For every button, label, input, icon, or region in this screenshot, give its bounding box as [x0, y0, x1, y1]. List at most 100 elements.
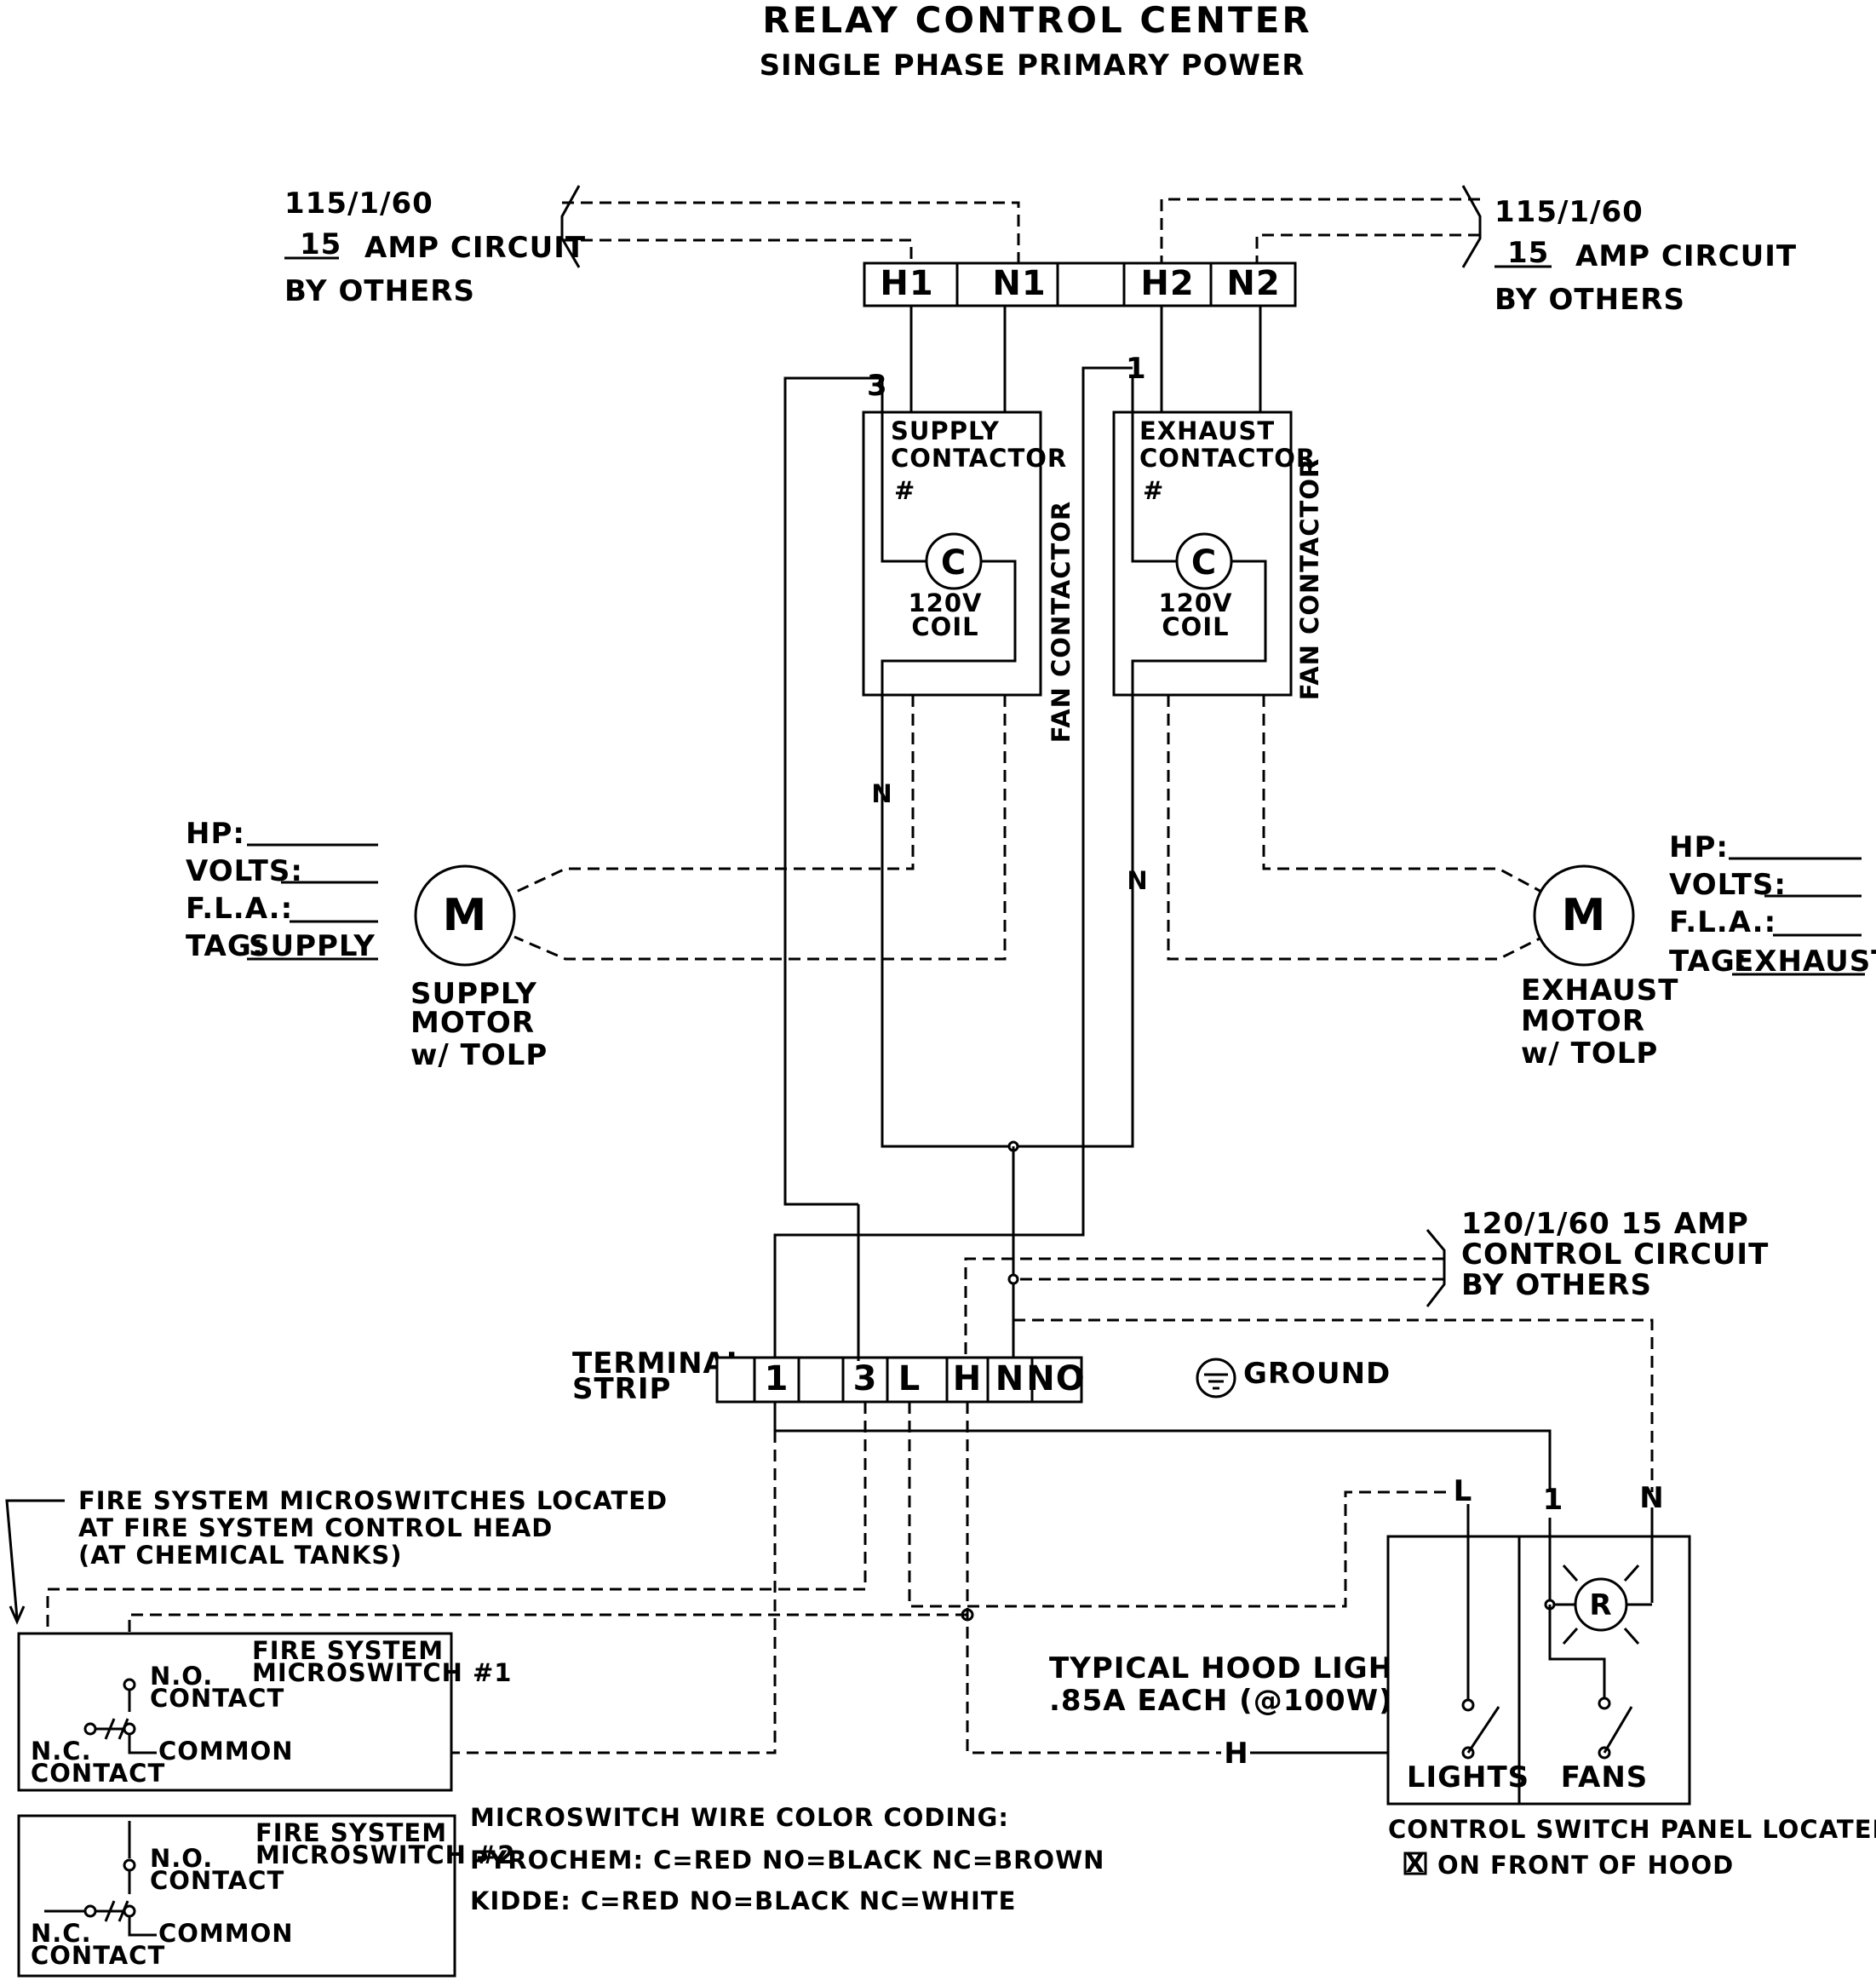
svg-text:GROUND: GROUND	[1243, 1357, 1391, 1391]
svg-text:L: L	[1454, 1474, 1473, 1508]
svg-text:AT FIRE SYSTEM CONTROL HEA: AT FIRE SYSTEM CONTROL HEAD	[78, 1513, 553, 1542]
wire-right-feed-h	[1160, 198, 1480, 266]
svg-text:BY OTHERS: BY OTHERS	[1461, 1268, 1652, 1302]
svg-text:FIRE SYSTEM: FIRE SYSTEM	[255, 1818, 447, 1847]
svg-text:SUPPLY: SUPPLY	[410, 977, 537, 1011]
svg-text:1: 1	[1543, 1483, 1564, 1517]
wire-exhaust-motor-l2	[1167, 695, 1544, 961]
terminal-n2: N2	[1226, 264, 1280, 303]
svg-text:SUPPLY: SUPPLY	[891, 416, 1000, 445]
svg-text:CONTACT: CONTACT	[31, 1941, 165, 1970]
svg-text:MICROSWITCH #2: MICROSWITCH #2	[255, 1840, 516, 1869]
svg-text:CONTACT: CONTACT	[150, 1684, 284, 1713]
svg-text:1: 1	[1126, 352, 1147, 386]
svg-text:120V: 120V	[909, 589, 983, 617]
wire-exhaust-motor-l1	[1262, 695, 1544, 894]
svg-text:N.C.: N.C.	[31, 1919, 92, 1948]
wire-l-to-panel	[908, 1402, 1448, 1608]
svg-text:N.C.: N.C.	[31, 1737, 92, 1766]
svg-text:CONTACT: CONTACT	[150, 1866, 284, 1895]
svg-text:F.L.A.:: F.L.A.:	[186, 892, 293, 926]
svg-text:F.L.A.:: F.L.A.:	[1669, 905, 1776, 939]
supply-motor-symbol	[414, 864, 516, 967]
wire-left-feed-n	[562, 201, 1020, 266]
svg-text:HP:: HP:	[186, 817, 245, 851]
svg-text:H: H	[1224, 1737, 1248, 1771]
terminal-h2: H2	[1140, 264, 1194, 303]
top-terminal-block: H1 N1 H2 N2	[863, 261, 1297, 307]
strip-terminal-no: NO	[1026, 1359, 1085, 1398]
exhaust-motor-symbol	[1533, 864, 1635, 967]
svg-text:EXHAUST: EXHAUST	[1139, 416, 1275, 445]
svg-text:STRIP: STRIP	[572, 1372, 671, 1406]
svg-text:MICROSWITCH #1: MICROSWITCH #1	[252, 1658, 513, 1687]
wire-n-supply	[881, 715, 1013, 1148]
svg-text:SUPPLY: SUPPLY	[249, 929, 376, 963]
svg-text:X: X	[1405, 1849, 1425, 1878]
wire-supply-motor-l2	[513, 695, 1007, 961]
wire-3-to-microswitch	[46, 1402, 867, 1712]
terminal-strip: TERMINAL STRIP 1 3 L H N NO	[572, 1347, 1085, 1406]
svg-text:15: 15	[1507, 236, 1549, 270]
svg-text:ON FRONT OF HOOD: ON FRONT OF HOOD	[1437, 1851, 1734, 1880]
wire-left-feed-h	[562, 238, 913, 266]
wire-right-feed-n	[1255, 233, 1480, 266]
svg-text:#: #	[894, 476, 915, 505]
svg-text:120V: 120V	[1159, 589, 1233, 617]
svg-text:BY OTHERS: BY OTHERS	[284, 274, 475, 308]
svg-text:CONTACT: CONTACT	[31, 1759, 165, 1788]
hood-light-note: TYPICAL HOOD LIGHT .85A EACH (@100W)	[1049, 1651, 1414, 1718]
svg-text:CONTACTOR: CONTACTOR	[1139, 444, 1316, 473]
diagram-title: RELAY CONTROL CENTER	[762, 0, 1311, 41]
svg-text:AMP CIRCUIT: AMP CIRCUIT	[364, 231, 586, 265]
svg-text:w/ TOLP: w/ TOLP	[1521, 1036, 1658, 1071]
wire-supply-motor-l1	[513, 695, 915, 894]
fire-system-note: FIRE SYSTEM MICROSWITCHES LOCATED AT FIR…	[5, 1486, 668, 1625]
power-feed-left: 115/1/60 15 AMP CIRCUIT BY OTHERS	[284, 185, 586, 308]
terminal-h1: H1	[880, 264, 933, 303]
svg-text:FAN CONTACTOR: FAN CONTACTOR	[1047, 501, 1076, 744]
wire-n-to-panel	[1013, 1318, 1654, 1492]
svg-text:MICROSWITCH WIRE COLOR CODI: MICROSWITCH WIRE COLOR CODING:	[470, 1803, 1009, 1832]
diagram-subtitle: SINGLE PHASE PRIMARY POWER	[760, 49, 1305, 83]
svg-text:R: R	[1589, 1588, 1612, 1622]
wire-control-h	[964, 1257, 1444, 1361]
svg-text:FIRE SYSTEM: FIRE SYSTEM	[252, 1636, 444, 1665]
svg-text:CONTROL CIRCUIT: CONTROL CIRCUIT	[1461, 1237, 1769, 1272]
strip-terminal-3: 3	[853, 1359, 878, 1398]
svg-text:w/ TOLP: w/ TOLP	[410, 1038, 548, 1072]
svg-text:N: N	[1127, 866, 1148, 895]
svg-text:PYROCHEM: C=RED NO=BLACK NC: PYROCHEM: C=RED NO=BLACK NC=BROWN	[470, 1846, 1104, 1875]
svg-text:N.O.: N.O.	[150, 1844, 213, 1873]
wire-n-exhaust	[1013, 715, 1134, 1148]
svg-text:TAG:: TAG:	[1669, 945, 1747, 979]
svg-text:AMP CIRCUIT: AMP CIRCUIT	[1575, 239, 1797, 273]
svg-text:LIGHTS: LIGHTS	[1407, 1760, 1529, 1794]
svg-text:N: N	[871, 779, 892, 808]
wire-h-common	[966, 1402, 1221, 1754]
svg-text:TAG:: TAG:	[186, 929, 264, 963]
svg-text:TYPICAL HOOD LIGHT: TYPICAL HOOD LIGHT	[1049, 1651, 1414, 1685]
ground-symbol: GROUND	[1196, 1357, 1391, 1398]
wire-1-to-relay	[773, 1402, 1552, 1492]
svg-text:3: 3	[867, 369, 888, 403]
svg-text:EXHAUST: EXHAUST	[1521, 973, 1678, 1008]
supply-motor: M HP: VOLTS: F.L.A.: TAG: SUPPLY SUPPLY …	[186, 817, 548, 1072]
svg-text:FAN CONTACTOR: FAN CONTACTOR	[1295, 458, 1324, 701]
svg-text:FANS: FANS	[1561, 1760, 1649, 1794]
svg-text:EXHAUST: EXHAUST	[1734, 945, 1876, 979]
microswitch-2: FIRE SYSTEM MICROSWITCH #2 N.O. CONTACT …	[17, 1814, 516, 1978]
terminal-n1: N1	[992, 264, 1046, 303]
wire-1	[773, 366, 1133, 1361]
exhaust-contactor: EXHAUST CONTACTOR # C 120V COIL FAN CONT…	[1112, 378, 1324, 715]
svg-text:FIRE SYSTEM MICROSWITCHES L: FIRE SYSTEM MICROSWITCHES LOCATED	[78, 1486, 668, 1515]
microswitch-1: FIRE SYSTEM MICROSWITCH #1 N.O. CONTACT …	[17, 1632, 513, 1792]
exhaust-motor: M HP: VOLTS: F.L.A.: TAG: EXHAUST EXHAUS…	[1521, 830, 1876, 1071]
supply-contactor: SUPPLY CONTACTOR # C 120V COIL FAN CONTA…	[862, 378, 1076, 744]
strip-terminal-1: 1	[765, 1359, 789, 1398]
svg-text:BY OTHERS: BY OTHERS	[1494, 283, 1685, 317]
svg-text:CONTACTOR: CONTACTOR	[891, 444, 1067, 473]
strip-terminal-n: N	[995, 1359, 1024, 1398]
svg-text:C: C	[941, 543, 967, 583]
svg-text:COIL: COIL	[1162, 612, 1229, 641]
